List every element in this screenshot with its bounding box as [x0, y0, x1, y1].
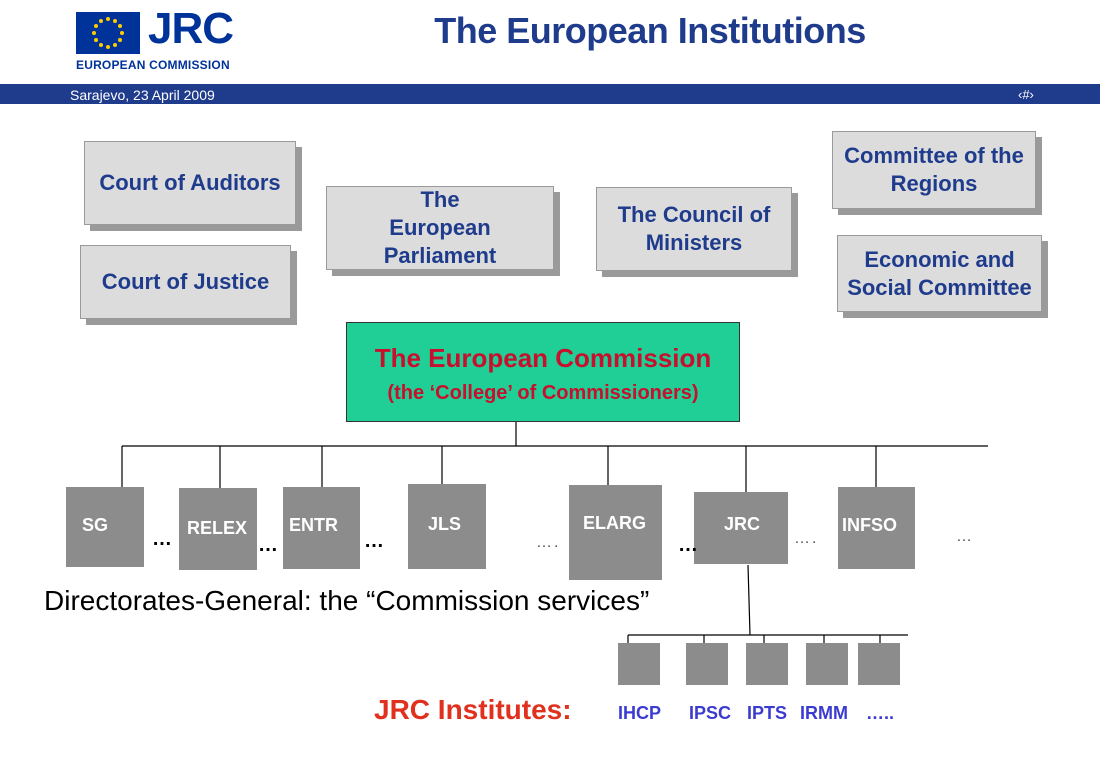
institute-box-irmm [806, 643, 848, 685]
court-of-justice-box: Court of Justice [80, 245, 291, 319]
ellipsis-3: … [364, 530, 384, 552]
institute-label-ipts: IPTS [747, 703, 788, 723]
institute-box-ipts [746, 643, 788, 685]
dg-box-elarg: ELARG [569, 485, 662, 580]
court-of-justice-label: Court of Justice [101, 269, 270, 294]
court-of-auditors-label: Court of Auditors [99, 170, 281, 195]
ellipsis-1: … [152, 528, 172, 550]
dg-label-relex: RELEX [187, 518, 248, 538]
commission-title: The European Commission [374, 343, 712, 373]
dg-label-entr: ENTR [289, 515, 338, 535]
parliament-box: The European Parliament [326, 186, 554, 270]
dg-label-elarg: ELARG [583, 513, 646, 533]
dg-box-infso: INFSO [838, 487, 915, 569]
page-title: The European Institutions [434, 10, 866, 51]
institute-box-ipsc [686, 643, 728, 685]
institute-label-irmm: IRMM [800, 703, 848, 723]
ellipsis-5: … [678, 534, 698, 556]
dg-box-relex: RELEX [179, 488, 257, 570]
council-label: The Council of Ministers [617, 202, 771, 255]
header-band [0, 84, 1100, 104]
dg-box-jrc: JRC [694, 492, 788, 564]
dg-box-sg: SG [66, 487, 144, 567]
dg-label-sg: SG [82, 515, 109, 535]
ellipsis-2: … [258, 534, 278, 556]
economic-social-committee-box: Economic and Social Committee [837, 235, 1042, 312]
committee-of-regions-label: Committee of the Regions [844, 143, 1024, 196]
institute-box-extra [858, 643, 900, 685]
jrc-institutes-stem [747, 564, 751, 636]
ellipsis-7: … [956, 528, 974, 545]
parliament-label: The European Parliament [383, 187, 497, 268]
slide-date: Sarajevo, 23 April 2009 [70, 87, 215, 103]
dg-box-jls: JLS [408, 484, 486, 569]
slide-number: ‹#› [1018, 87, 1034, 102]
logo-subtitle: EUROPEAN COMMISSION [76, 58, 230, 72]
dg-label-infso: INFSO [842, 515, 898, 535]
committee-of-regions-box: Committee of the Regions [832, 131, 1036, 209]
dg-box-entr: ENTR [283, 487, 360, 569]
institute-label-more: ….. [866, 703, 895, 723]
european-commission-box: The European Commission (the ‘College’ o… [346, 322, 740, 422]
institute-box-ihcp [618, 643, 660, 685]
ellipsis-4: …. [536, 534, 561, 551]
dg-label-jls: JLS [428, 514, 462, 534]
ellipsis-6: …. [794, 530, 819, 547]
institute-label-ihcp: IHCP [618, 703, 662, 723]
commission-subtitle: (the ‘College’ of Commissioners) [387, 382, 699, 404]
eu-flag-icon [76, 12, 140, 54]
council-box: The Council of Ministers [596, 187, 792, 271]
logo-jrc: JRC [148, 4, 234, 53]
court-of-auditors-box: Court of Auditors [84, 141, 296, 225]
jrc-institutes-heading: JRC Institutes: [374, 694, 572, 725]
economic-social-committee-label: Economic and Social Committee [847, 246, 1032, 300]
institute-label-ipsc: IPSC [689, 703, 732, 723]
dg-label-jrc: JRC [724, 514, 761, 534]
dg-caption: Directorates-General: the “Commission se… [44, 585, 650, 616]
